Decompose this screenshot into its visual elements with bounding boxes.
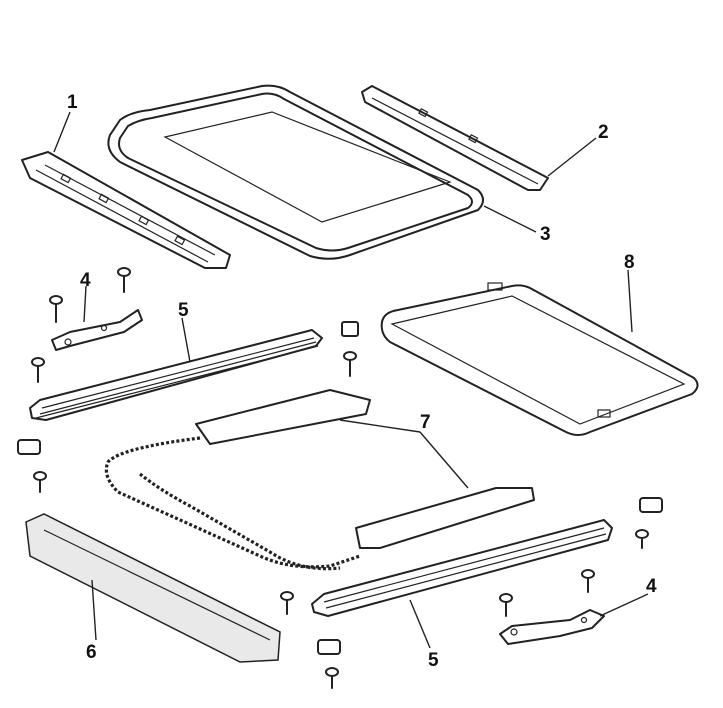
leader-lines bbox=[53, 111, 649, 649]
drive-cable-part bbox=[104, 389, 535, 571]
guide-rail-upper-part bbox=[29, 329, 323, 421]
rear-rail-part bbox=[361, 85, 549, 191]
clip-blocks bbox=[17, 321, 663, 655]
callout-2: 2 bbox=[598, 122, 609, 143]
bracket-upper-part bbox=[51, 309, 143, 351]
callout-5-upper: 5 bbox=[178, 300, 189, 321]
front-rail-part bbox=[21, 151, 231, 269]
glass-panel-part bbox=[107, 84, 484, 260]
guide-rail-lower-part bbox=[311, 519, 613, 617]
drain-trough-part bbox=[25, 513, 281, 663]
callout-5-lower: 5 bbox=[428, 650, 439, 671]
screw-fasteners bbox=[31, 267, 649, 689]
callout-8: 8 bbox=[624, 252, 635, 273]
callout-7: 7 bbox=[420, 412, 431, 433]
sunshade-panel-part bbox=[380, 282, 699, 436]
callout-3: 3 bbox=[540, 224, 551, 245]
bracket-lower-part bbox=[499, 609, 605, 645]
callout-1: 1 bbox=[67, 92, 78, 113]
callout-4-upper: 4 bbox=[80, 270, 91, 291]
callout-6: 6 bbox=[86, 642, 97, 663]
callout-4-lower: 4 bbox=[646, 576, 657, 597]
